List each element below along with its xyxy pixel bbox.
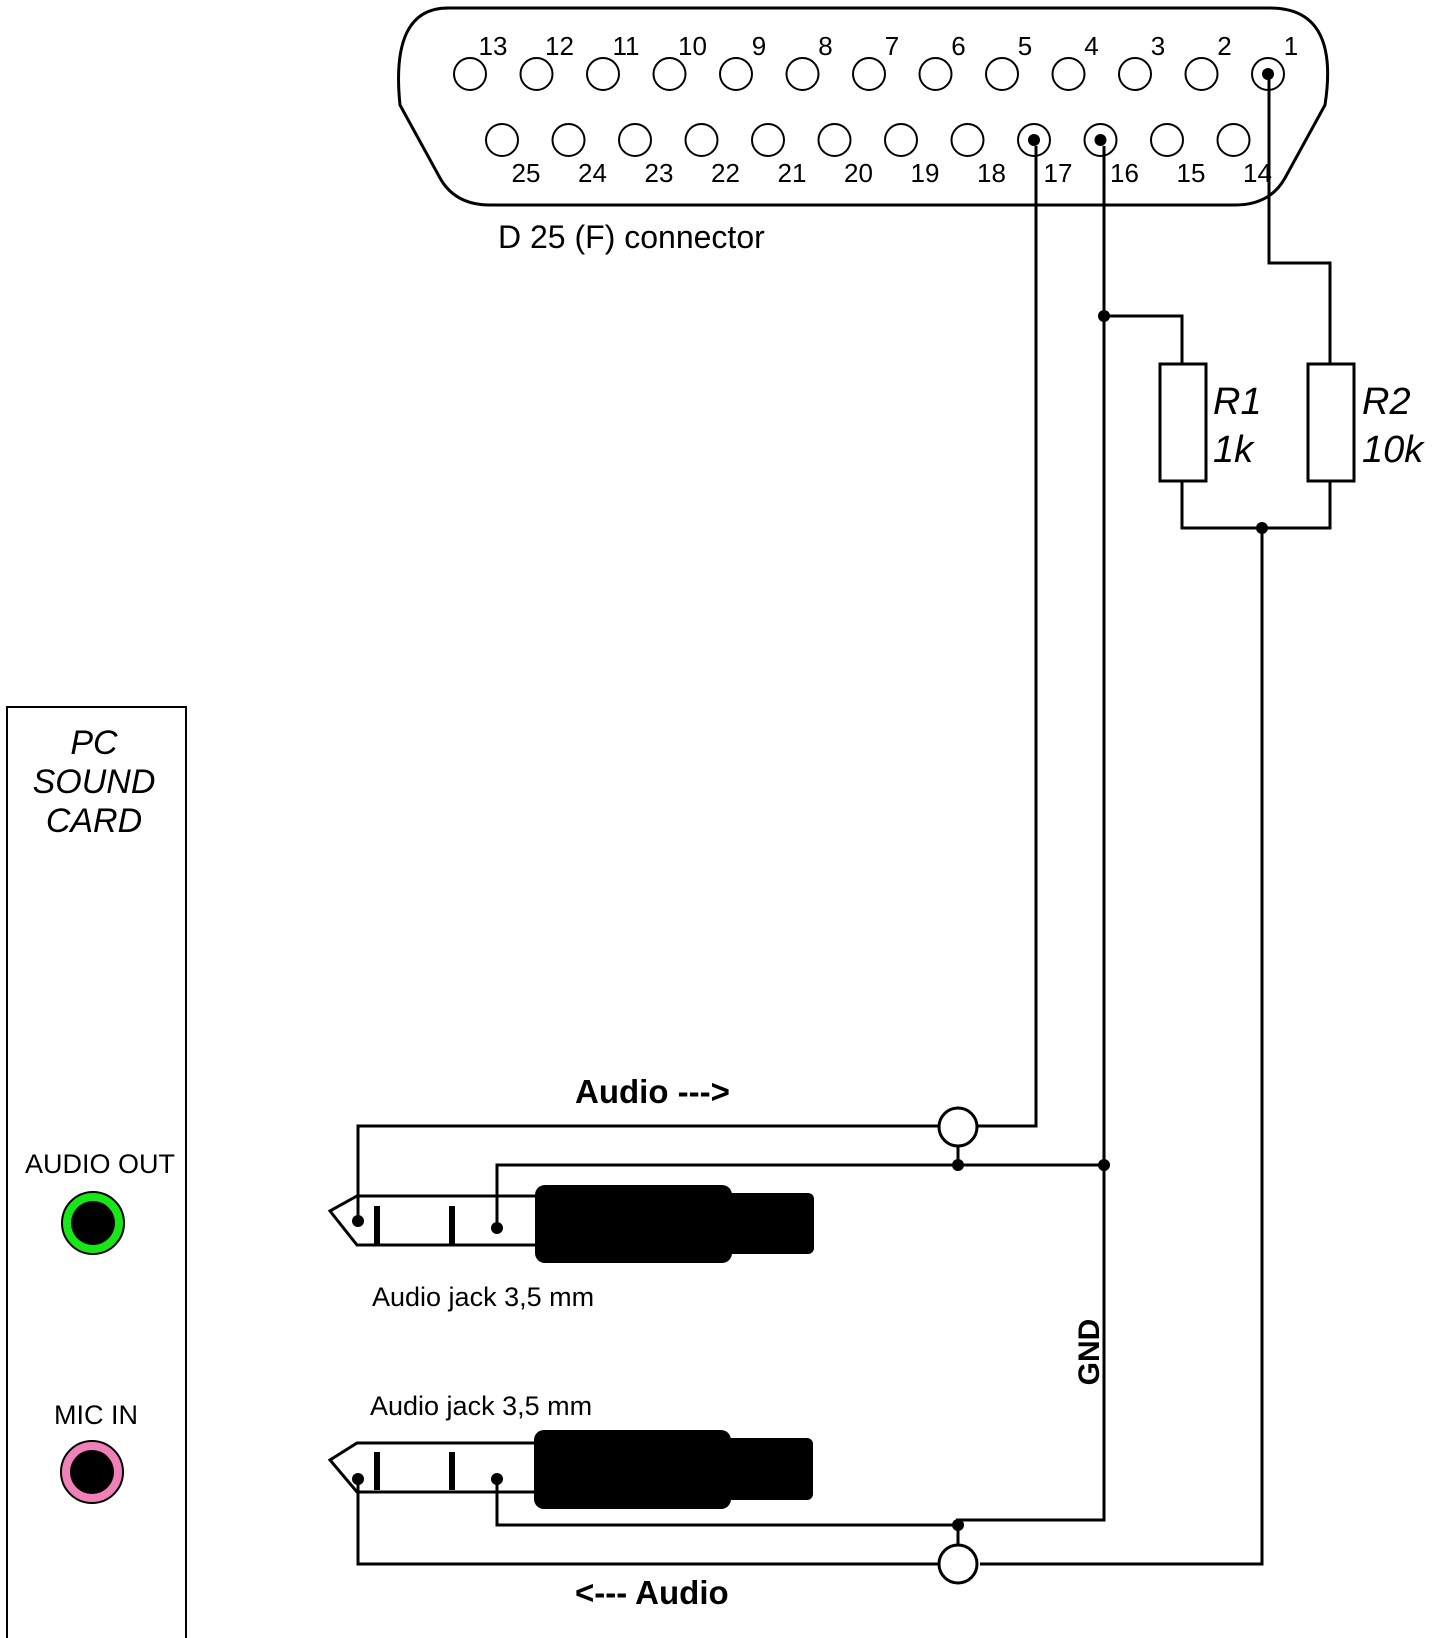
pin-label-13: 13 <box>479 31 508 61</box>
pin-16-contact <box>1094 134 1107 146</box>
pin-2 <box>1184 57 1219 91</box>
pin-10 <box>652 57 687 91</box>
resistor-r1 <box>1158 362 1208 483</box>
wire-sleeve-bottom <box>495 1479 958 1527</box>
pin-20 <box>817 123 852 157</box>
audio-out-signal-label: Audio ---> <box>575 1073 730 1110</box>
r2-value: 10k <box>1362 429 1425 471</box>
wire-to-mic <box>980 528 1264 1566</box>
pin-label-9: 9 <box>752 31 766 61</box>
pin-label-20: 20 <box>844 158 873 188</box>
wire-pin16-gnd <box>956 146 1106 1522</box>
pin-23 <box>618 123 652 157</box>
connector-label: D 25 (F) connector <box>498 219 765 255</box>
wire-pin17 <box>958 146 1038 1128</box>
gnd-label: GND <box>1073 1319 1106 1386</box>
wire-pin1 <box>1267 77 1332 364</box>
pin-label-3: 3 <box>1151 31 1165 61</box>
pin-18 <box>950 123 985 157</box>
pin-15 <box>1150 123 1184 157</box>
audio-jack-top <box>327 1185 814 1263</box>
wire-sleeve-top <box>495 1163 1104 1228</box>
crossover-bottom <box>937 1543 979 1585</box>
d25-connector-shell <box>397 6 1330 207</box>
sleeve-dot-bottom <box>491 1473 503 1485</box>
pin-label-15: 15 <box>1177 158 1206 188</box>
pin-label-16: 16 <box>1110 158 1139 188</box>
pin-label-7: 7 <box>885 31 899 61</box>
pin-7 <box>852 57 886 91</box>
tip-dot-bottom <box>352 1473 364 1485</box>
pin-label-19: 19 <box>911 158 940 188</box>
pin-5 <box>985 57 1019 91</box>
pin-label-1: 1 <box>1284 31 1298 61</box>
pin-label-2: 2 <box>1217 31 1231 61</box>
pin-24 <box>551 123 586 157</box>
pin-label-8: 8 <box>818 31 832 61</box>
pin-label-14: 14 <box>1243 158 1272 188</box>
pin-label-17: 17 <box>1044 158 1073 188</box>
pin-4 <box>1051 57 1086 91</box>
wire-resistor-bottom <box>1180 481 1332 530</box>
tip-dot-top <box>352 1215 364 1227</box>
pin-label-21: 21 <box>778 158 807 188</box>
pin-label-23: 23 <box>645 158 674 188</box>
pin-label-22: 22 <box>711 158 740 188</box>
crossover-top <box>937 1106 979 1148</box>
pin-label-4: 4 <box>1084 31 1098 61</box>
pin-label-25: 25 <box>512 158 541 188</box>
pin-17-contact <box>1028 134 1040 146</box>
sound-card-title-line2: SOUND <box>33 763 156 801</box>
junction-bottom-left <box>952 1519 964 1531</box>
pin-label-24: 24 <box>578 158 607 188</box>
pin-label-5: 5 <box>1018 31 1032 61</box>
pin-label-11: 11 <box>613 31 640 61</box>
pin-12 <box>519 57 554 91</box>
jack-bottom-label: Audio jack 3,5 mm <box>370 1391 592 1421</box>
wire-tip-top <box>356 1124 938 1221</box>
audio-in-signal-label: <--- Audio <box>575 1574 729 1611</box>
junction-top-right <box>1098 1159 1110 1171</box>
pin-label-18: 18 <box>977 158 1006 188</box>
sound-card-title-line3: CARD <box>46 802 142 840</box>
sound-card-title-line1: PC <box>70 724 118 762</box>
jack-top-label: Audio jack 3,5 mm <box>372 1282 594 1312</box>
pin-21 <box>751 123 785 157</box>
mic-in-port-hole <box>70 1450 114 1494</box>
mic-in-label: MIC IN <box>54 1400 138 1430</box>
pin-14 <box>1216 123 1251 157</box>
pin-19 <box>884 123 918 157</box>
r1-value: 1k <box>1213 429 1255 471</box>
pin-label-6: 6 <box>951 31 965 61</box>
audio-out-port-hole <box>71 1201 115 1245</box>
pin-label-12: 12 <box>545 31 574 61</box>
wire-tip-bottom <box>356 1479 938 1566</box>
resistor-r2 <box>1306 362 1356 483</box>
pin-1-contact <box>1262 68 1274 80</box>
junction-r1 <box>1098 310 1110 322</box>
pin-3 <box>1118 57 1152 91</box>
pin-13 <box>453 57 487 91</box>
sleeve-dot-top <box>491 1222 503 1234</box>
pin-label-10: 10 <box>678 31 707 61</box>
pin-8 <box>785 57 820 91</box>
wire-r1-top <box>1104 314 1184 364</box>
audio-jack-bottom <box>327 1430 813 1509</box>
connector-pins-bottom: 25 24 23 22 21 20 19 18 17 16 15 14 <box>485 123 1272 188</box>
pin-6 <box>918 57 953 91</box>
r1-name: R1 <box>1213 381 1262 423</box>
pin-22 <box>684 123 719 157</box>
audio-out-label: AUDIO OUT <box>25 1149 175 1179</box>
junction-top-left <box>952 1159 964 1171</box>
r2-name: R2 <box>1362 381 1411 423</box>
pin-11 <box>586 57 620 91</box>
pin-9 <box>719 57 753 91</box>
connector-pins-top: 13 12 11 10 9 8 7 6 5 4 3 2 1 <box>453 31 1298 91</box>
pin-25 <box>485 123 519 157</box>
